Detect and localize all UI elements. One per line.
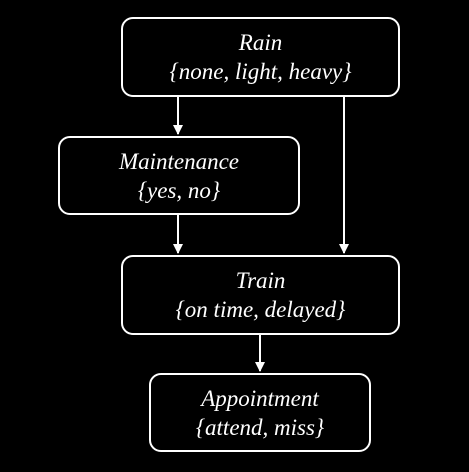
node-rain-values: {none, light, heavy} xyxy=(169,59,352,84)
node-train-values: {on time, delayed} xyxy=(175,297,346,322)
node-maintenance-values: {yes, no} xyxy=(137,177,221,203)
node-rain: Rain {none, light, heavy} xyxy=(121,17,400,97)
node-train-title: Train xyxy=(235,268,286,293)
node-maintenance: Maintenance {yes, no} xyxy=(58,136,300,215)
node-appointment-title: Appointment xyxy=(201,385,319,411)
node-appointment-values: {attend, miss} xyxy=(195,414,325,440)
node-rain-title: Rain xyxy=(238,30,283,55)
node-maintenance-title: Maintenance xyxy=(118,148,240,174)
node-train: Train {on time, delayed} xyxy=(121,255,400,335)
node-appointment: Appointment {attend, miss} xyxy=(149,373,371,452)
